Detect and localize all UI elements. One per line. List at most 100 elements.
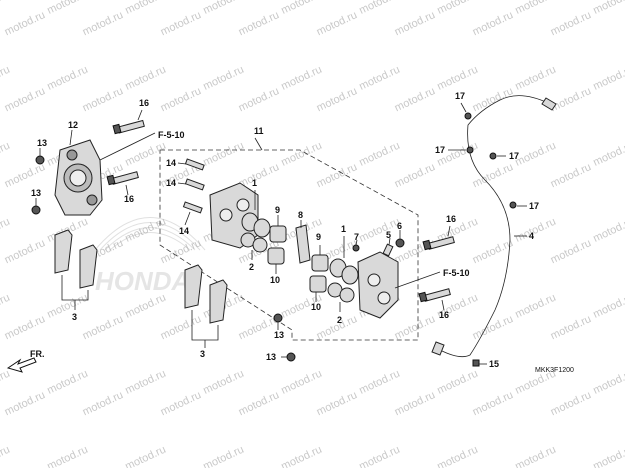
watermark-text: motod.ru	[549, 161, 593, 190]
bolt-16-lower-left	[106, 171, 139, 186]
watermark-text: motod.ru	[549, 85, 593, 114]
watermark-text: motod.ru	[3, 389, 47, 418]
watermark-text: motod.ru	[3, 237, 47, 266]
nut-13a	[35, 155, 45, 165]
watermark-text: motod.ru	[471, 161, 515, 190]
watermark-text: motod.ru	[393, 313, 437, 342]
bleeder-cap	[395, 238, 405, 248]
watermark-text: motod.ru	[435, 64, 479, 93]
leader-5	[388, 237, 391, 246]
watermark-text: motod.ru	[81, 313, 125, 342]
watermark-text: motod.ru	[357, 444, 401, 468]
watermark-text: motod.ru	[159, 237, 203, 266]
callout-13c: 13	[274, 330, 284, 340]
leader-14a	[177, 162, 187, 165]
watermark-text: motod.ru	[45, 368, 89, 397]
callout-14a: 14	[166, 158, 176, 168]
callout-8: 8	[298, 210, 303, 220]
watermark-text: motod.ru	[0, 64, 12, 93]
plug-7	[352, 244, 360, 252]
bolt-16-lower-right	[418, 288, 451, 303]
watermark-text: motod.ru	[45, 64, 89, 93]
watermark-text: motod.ru	[357, 64, 401, 93]
watermark-text: motod.ru	[591, 444, 625, 468]
watermark-text: motod.ru	[159, 85, 203, 114]
nut-13c	[273, 313, 283, 323]
leader-14c	[184, 211, 191, 226]
leader-16c	[447, 225, 451, 237]
leader-16a	[137, 109, 143, 121]
callout-3a: 3	[72, 312, 77, 322]
watermark-text: motod.ru	[201, 140, 245, 169]
callout-9a: 9	[275, 205, 280, 215]
callout-16-upper-left: 16	[139, 98, 149, 108]
watermark-text: motod.ru	[471, 389, 515, 418]
watermark-text: motod.ru	[3, 161, 47, 190]
watermark-text: motod.ru	[549, 237, 593, 266]
speed-sensor-cable	[431, 95, 557, 367]
watermark-text: motod.ru	[237, 389, 281, 418]
bolt-16-upper-left	[112, 119, 145, 135]
watermark-text: motod.ru	[201, 64, 245, 93]
watermark-text: motod.ru	[393, 389, 437, 418]
watermark-text: motod.ru	[0, 216, 12, 245]
watermark-text: motod.ru	[471, 85, 515, 114]
watermark-text: motod.ru	[45, 444, 89, 468]
pad-spring	[295, 224, 311, 264]
callout-6: 6	[397, 221, 402, 231]
watermark-text: motod.ru	[159, 313, 203, 342]
watermark-text: motod.ru	[279, 0, 323, 17]
bolt-14a	[184, 158, 205, 171]
watermark-text: motod.ru	[123, 368, 167, 397]
watermark-text: motod.ru	[591, 140, 625, 169]
callout-16-lower-right: 16	[439, 310, 449, 320]
callout-2a: 2	[249, 262, 254, 272]
watermark-text: motod.ru	[513, 64, 557, 93]
watermark-text: motod.ru	[357, 368, 401, 397]
watermark-text: motod.ru	[315, 85, 359, 114]
watermark-text: motod.ru	[513, 140, 557, 169]
front-indicator-label: FR.	[30, 349, 45, 359]
watermark-text: motod.ru	[279, 444, 323, 468]
watermark-text: motod.ru	[393, 85, 437, 114]
callout-17a: 17	[455, 91, 465, 101]
watermark-text: motod.ru	[0, 368, 12, 397]
callout-10a: 10	[270, 275, 280, 285]
watermark-text: motod.ru	[357, 216, 401, 245]
watermark-text: motod.ru	[123, 64, 167, 93]
watermark-text: motod.ru	[123, 444, 167, 468]
leader-11	[254, 137, 263, 151]
honda-watermark: HONDA	[94, 217, 206, 296]
watermark-text: motod.ru	[513, 216, 557, 245]
callout-14b: 14	[166, 178, 176, 188]
leader-12	[69, 129, 73, 146]
watermark-text: motod.ru	[315, 389, 359, 418]
front-direction-arrow: FR.	[6, 349, 45, 373]
watermark-text: motod.ru	[279, 140, 323, 169]
watermark-text: motod.ru	[471, 237, 515, 266]
callout-5: 5	[386, 230, 391, 240]
watermark-text: motod.ru	[3, 85, 47, 114]
honda-watermark-text: HONDA	[95, 266, 190, 296]
watermark-text: motod.ru	[45, 0, 89, 17]
bleeder-valve	[382, 243, 394, 257]
watermark-text: motod.ru	[159, 389, 203, 418]
callout-14c: 14	[179, 226, 189, 236]
brake-pads-middle	[184, 264, 228, 324]
watermark-text: motod.ru	[201, 368, 245, 397]
leader-17a	[460, 102, 467, 113]
watermark-text: motod.ru	[0, 140, 12, 169]
watermark-text: motod.ru	[81, 9, 125, 38]
watermark-text: motod.ru	[591, 292, 625, 321]
watermark-text: motod.ru	[513, 292, 557, 321]
leader-14b	[177, 182, 187, 185]
watermark-text: motod.ru	[81, 389, 125, 418]
watermark-text: motod.ru	[435, 444, 479, 468]
leader-16d	[441, 299, 445, 311]
leader-16b	[125, 184, 129, 196]
callout-17b: 17	[435, 145, 445, 155]
watermark-text: motod.ru	[123, 140, 167, 169]
watermark-text: motod.ru	[81, 85, 125, 114]
